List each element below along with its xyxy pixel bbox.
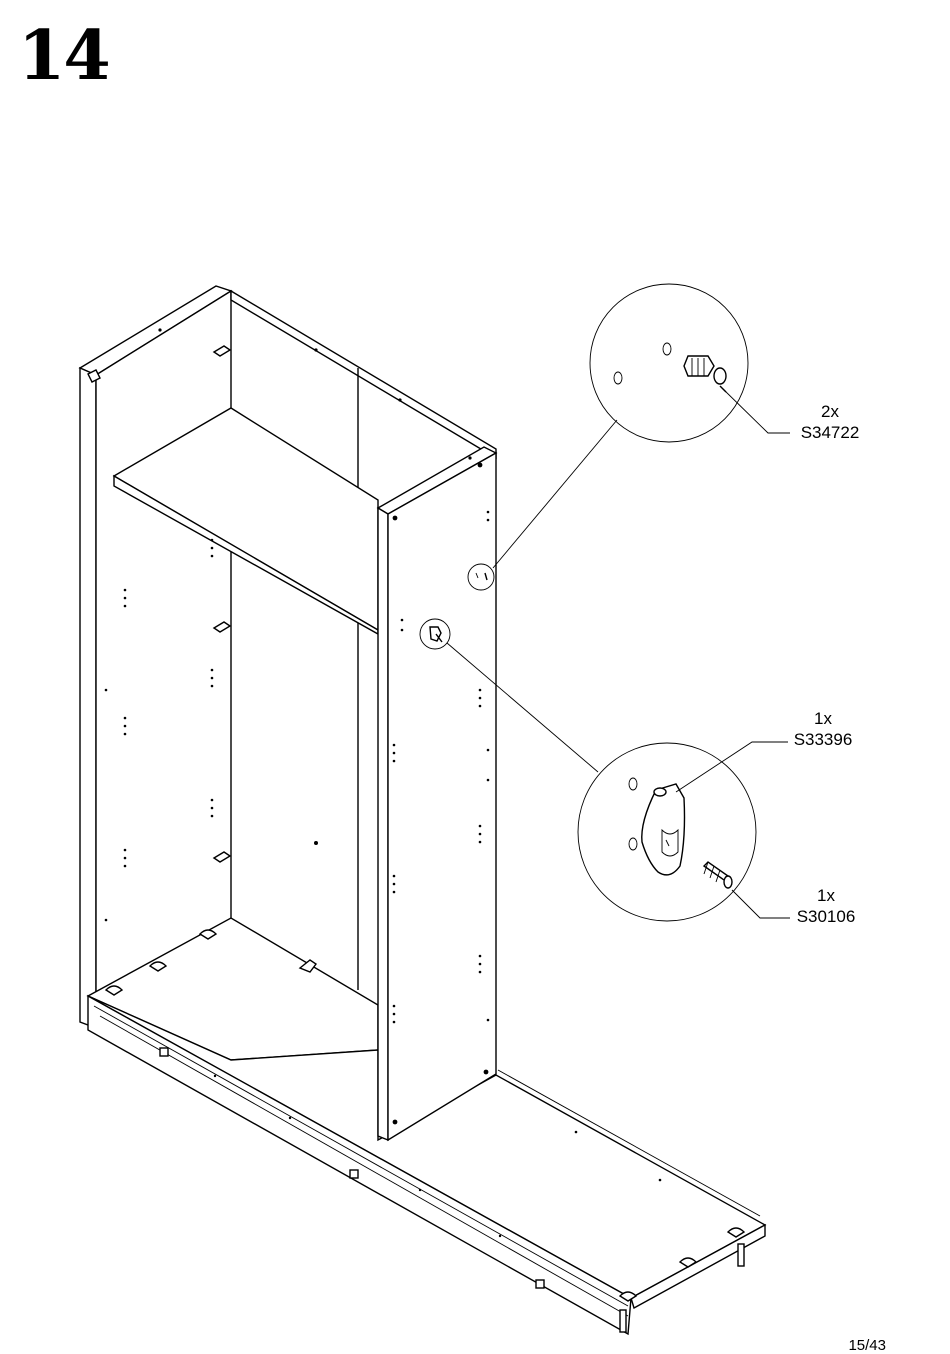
left-side-panel (80, 286, 231, 1028)
callout-screw: 1x S30106 (796, 885, 856, 927)
callout-part-number: S34722 (800, 422, 860, 443)
callout-rail-holder: 1x S33396 (793, 708, 853, 750)
detail-circle-rail-holder (578, 742, 790, 921)
divider-panel (378, 447, 496, 1140)
detail-circle-cam-bolt (590, 284, 790, 442)
callout-qty: 1x (793, 708, 853, 729)
callout-part-number: S30106 (796, 906, 856, 927)
callout-part-number: S33396 (793, 729, 853, 750)
callout-cam-bolt: 2x S34722 (800, 401, 860, 443)
page-number: 15/43 (848, 1337, 886, 1354)
callout-qty: 2x (800, 401, 860, 422)
callout-qty: 1x (796, 885, 856, 906)
